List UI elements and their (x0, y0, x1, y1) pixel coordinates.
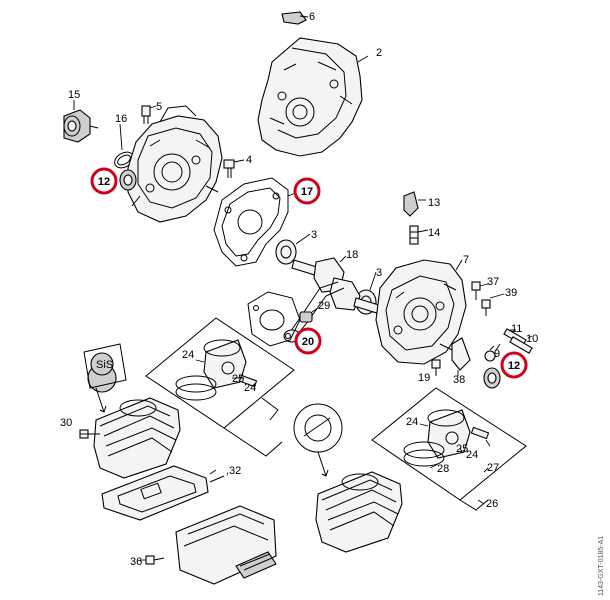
label-25-b: 25 (456, 443, 468, 455)
highlight-label-20: 20 (302, 336, 314, 348)
highlight-callout-20[interactable]: 20 (294, 327, 322, 355)
part-11-10-pins (503, 328, 533, 354)
label-30: 30 (60, 417, 72, 429)
label-10: 10 (526, 333, 538, 345)
label-39: 39 (505, 287, 517, 299)
part-12-seal-right (483, 367, 501, 389)
part-13-cap (403, 191, 426, 217)
part-5-screw (141, 105, 157, 124)
highlight-callout-12-right[interactable]: 12 (500, 351, 528, 379)
part-2-crankcase-half (257, 37, 369, 157)
label-38: 38 (453, 374, 465, 386)
label-36: 36 (130, 556, 142, 568)
label-leader-lines (80, 343, 501, 561)
part-29-needle-cage (299, 307, 319, 323)
part-15-fitting (63, 100, 99, 143)
label-27: 27 (487, 462, 499, 474)
label-3-lower: 3 (376, 267, 382, 279)
part-37-bolt (471, 281, 489, 300)
label-24-a: 24 (182, 349, 194, 361)
label-28: 28 (437, 463, 449, 475)
part-36-screw (145, 555, 165, 565)
muffler-body (175, 505, 277, 585)
part-3-bearing-left (275, 233, 311, 265)
label-19: 19 (418, 372, 430, 384)
piston-pin-right (470, 426, 490, 440)
highlight-label-17: 17 (301, 186, 313, 198)
label-4: 4 (246, 154, 252, 166)
label-24-b: 24 (244, 382, 256, 394)
label-32: ,32 (226, 465, 241, 477)
label-6: 6 (309, 11, 315, 23)
part-32-gasket (209, 475, 225, 483)
highlight-label-12-left: 12 (98, 176, 110, 188)
sis-label-icon: SiS (83, 343, 127, 413)
label-7: 7 (463, 254, 469, 266)
label-3-upper: 3 (311, 229, 317, 241)
label-5: 5 (156, 101, 162, 113)
part-14-valve (409, 225, 429, 245)
label-16: 16 (115, 113, 127, 125)
label-11: 11 (511, 323, 522, 335)
part-18-crankshaft (283, 255, 383, 343)
piston-left (203, 339, 247, 389)
label-2: 2 (376, 47, 382, 59)
label-14: 14 (428, 227, 440, 239)
label-13: 13 (428, 197, 440, 209)
label-26: 26 (486, 498, 498, 510)
muffler-plate (101, 465, 209, 521)
cylinder-left (87, 363, 181, 479)
label-29: 29 (318, 300, 330, 312)
part-number-labels: 6 2 15 5 16 4 13 14 3 18 7 3 37 39 29 11… (60, 11, 538, 568)
piston-rings-left (175, 375, 217, 401)
cylinder-right (315, 471, 403, 553)
label-25-a: 25 (232, 373, 244, 385)
sis-logo-text: SiS (96, 359, 113, 371)
part-7-crankcase (375, 259, 467, 365)
part-38-bracket (451, 337, 471, 376)
right-zoom-circle (293, 403, 343, 477)
label-37: 37 (487, 276, 499, 288)
label-24-c: 24 (406, 416, 418, 428)
label-18: 18 (346, 249, 358, 261)
part-39-screw (481, 293, 505, 316)
part-17-gasket (213, 177, 299, 267)
label-9: 9 (494, 348, 500, 360)
piston-kit-box-left (145, 317, 295, 457)
piston-rings-right (403, 441, 445, 467)
left-crankcase-half (127, 105, 223, 223)
label-24-d: 24 (466, 449, 478, 461)
highlight-callout-17[interactable]: 17 (293, 177, 321, 205)
part-20-gasket (247, 291, 301, 347)
piston-kit-box-right (371, 387, 527, 511)
label-15: 15 (68, 89, 80, 101)
part-12-seal-left (119, 169, 137, 191)
highlight-callout-12-left[interactable]: 12 (90, 167, 118, 195)
part-6-plate (281, 11, 309, 25)
part-9-washer (484, 345, 496, 362)
part-4-bolt (223, 159, 245, 178)
highlight-label-12-right: 12 (508, 360, 520, 372)
drawing-code: 1143-GXT-0185-A1 (598, 536, 605, 596)
